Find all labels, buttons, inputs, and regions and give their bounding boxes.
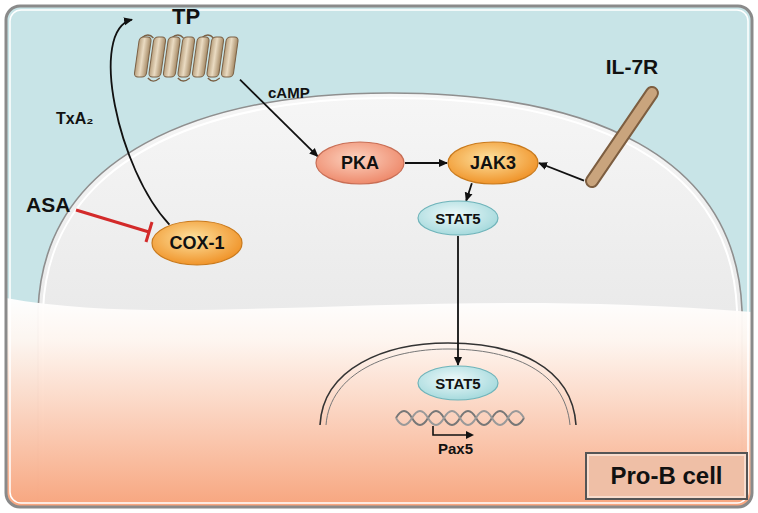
drug-label: ASA: [26, 193, 70, 217]
arrow-connector: [466, 183, 472, 200]
receptor: IL-7R: [582, 55, 682, 190]
edge-label: TxA₂: [56, 110, 93, 128]
node-text: JAK3: [470, 153, 516, 174]
inhibition-line: [76, 210, 149, 232]
seven-tm-receptor: [132, 34, 240, 82]
transcription-factor: STAT5: [417, 365, 499, 401]
kinase-ellipse: JAK3: [447, 141, 539, 185]
nuclear-envelope: [320, 343, 576, 425]
frame-inner: [10, 10, 748, 503]
node-text: Pro-B cell: [610, 462, 722, 490]
gene-label: Pax5: [438, 440, 473, 457]
nuclear-envelope-inner: [326, 349, 570, 425]
lower-ground: [6, 298, 752, 507]
transcription-factor: STAT5: [417, 200, 499, 236]
node-text: STAT5: [435, 375, 480, 392]
arrow-connector: [240, 80, 318, 157]
node-text: TP: [132, 4, 240, 30]
arrow-connector: [539, 163, 584, 181]
node-text: STAT5: [435, 210, 480, 227]
dna-helix: [396, 411, 524, 425]
arrow-connector: [405, 162, 447, 164]
cell-type-box: Pro-B cell: [585, 452, 748, 500]
node-text: IL-7R: [582, 55, 682, 79]
receptor-rod: [582, 85, 682, 190]
node-text: PKA: [341, 153, 379, 174]
enzyme-ellipse: COX-1: [151, 220, 243, 266]
arrow-connector: [111, 20, 170, 225]
edge-label: cAMP: [268, 84, 310, 101]
kinase-ellipse: PKA: [315, 141, 405, 185]
transcription-arrowhead: [466, 431, 474, 439]
frame: [6, 6, 752, 507]
node-text: COX-1: [169, 233, 224, 254]
inhibition-bar: [146, 222, 152, 242]
transcription-arrow: [433, 426, 466, 435]
arrow-connector: [457, 236, 459, 365]
receptor: TP: [132, 4, 240, 82]
